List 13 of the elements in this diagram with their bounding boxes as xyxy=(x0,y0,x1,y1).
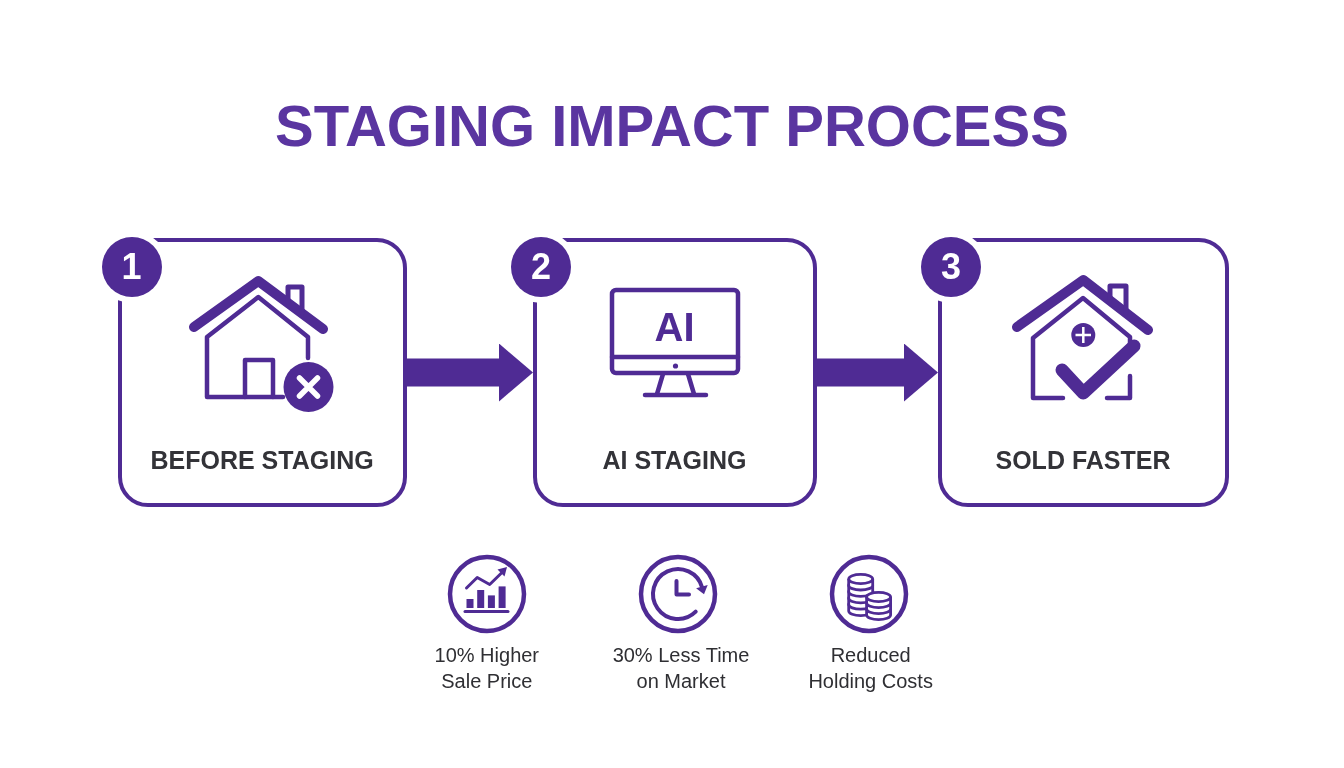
benefit-label: 10% Higher Sale Price xyxy=(433,643,541,694)
screen-text: AI xyxy=(654,304,695,349)
step-label: SOLD FASTER xyxy=(995,444,1171,475)
arrow xyxy=(407,343,533,402)
benefit-label: 30% Less Time on Market xyxy=(611,643,751,694)
benefit-label: Reduced Holding Costs xyxy=(807,643,934,694)
step-label: BEFORE STAGING xyxy=(150,444,374,475)
arrow xyxy=(817,343,938,402)
step-card xyxy=(938,238,1229,507)
step-card xyxy=(118,238,407,507)
step-card xyxy=(533,238,817,507)
title: STAGING IMPACT PROCESS xyxy=(275,93,1069,159)
step-label: AI STAGING xyxy=(602,444,747,475)
